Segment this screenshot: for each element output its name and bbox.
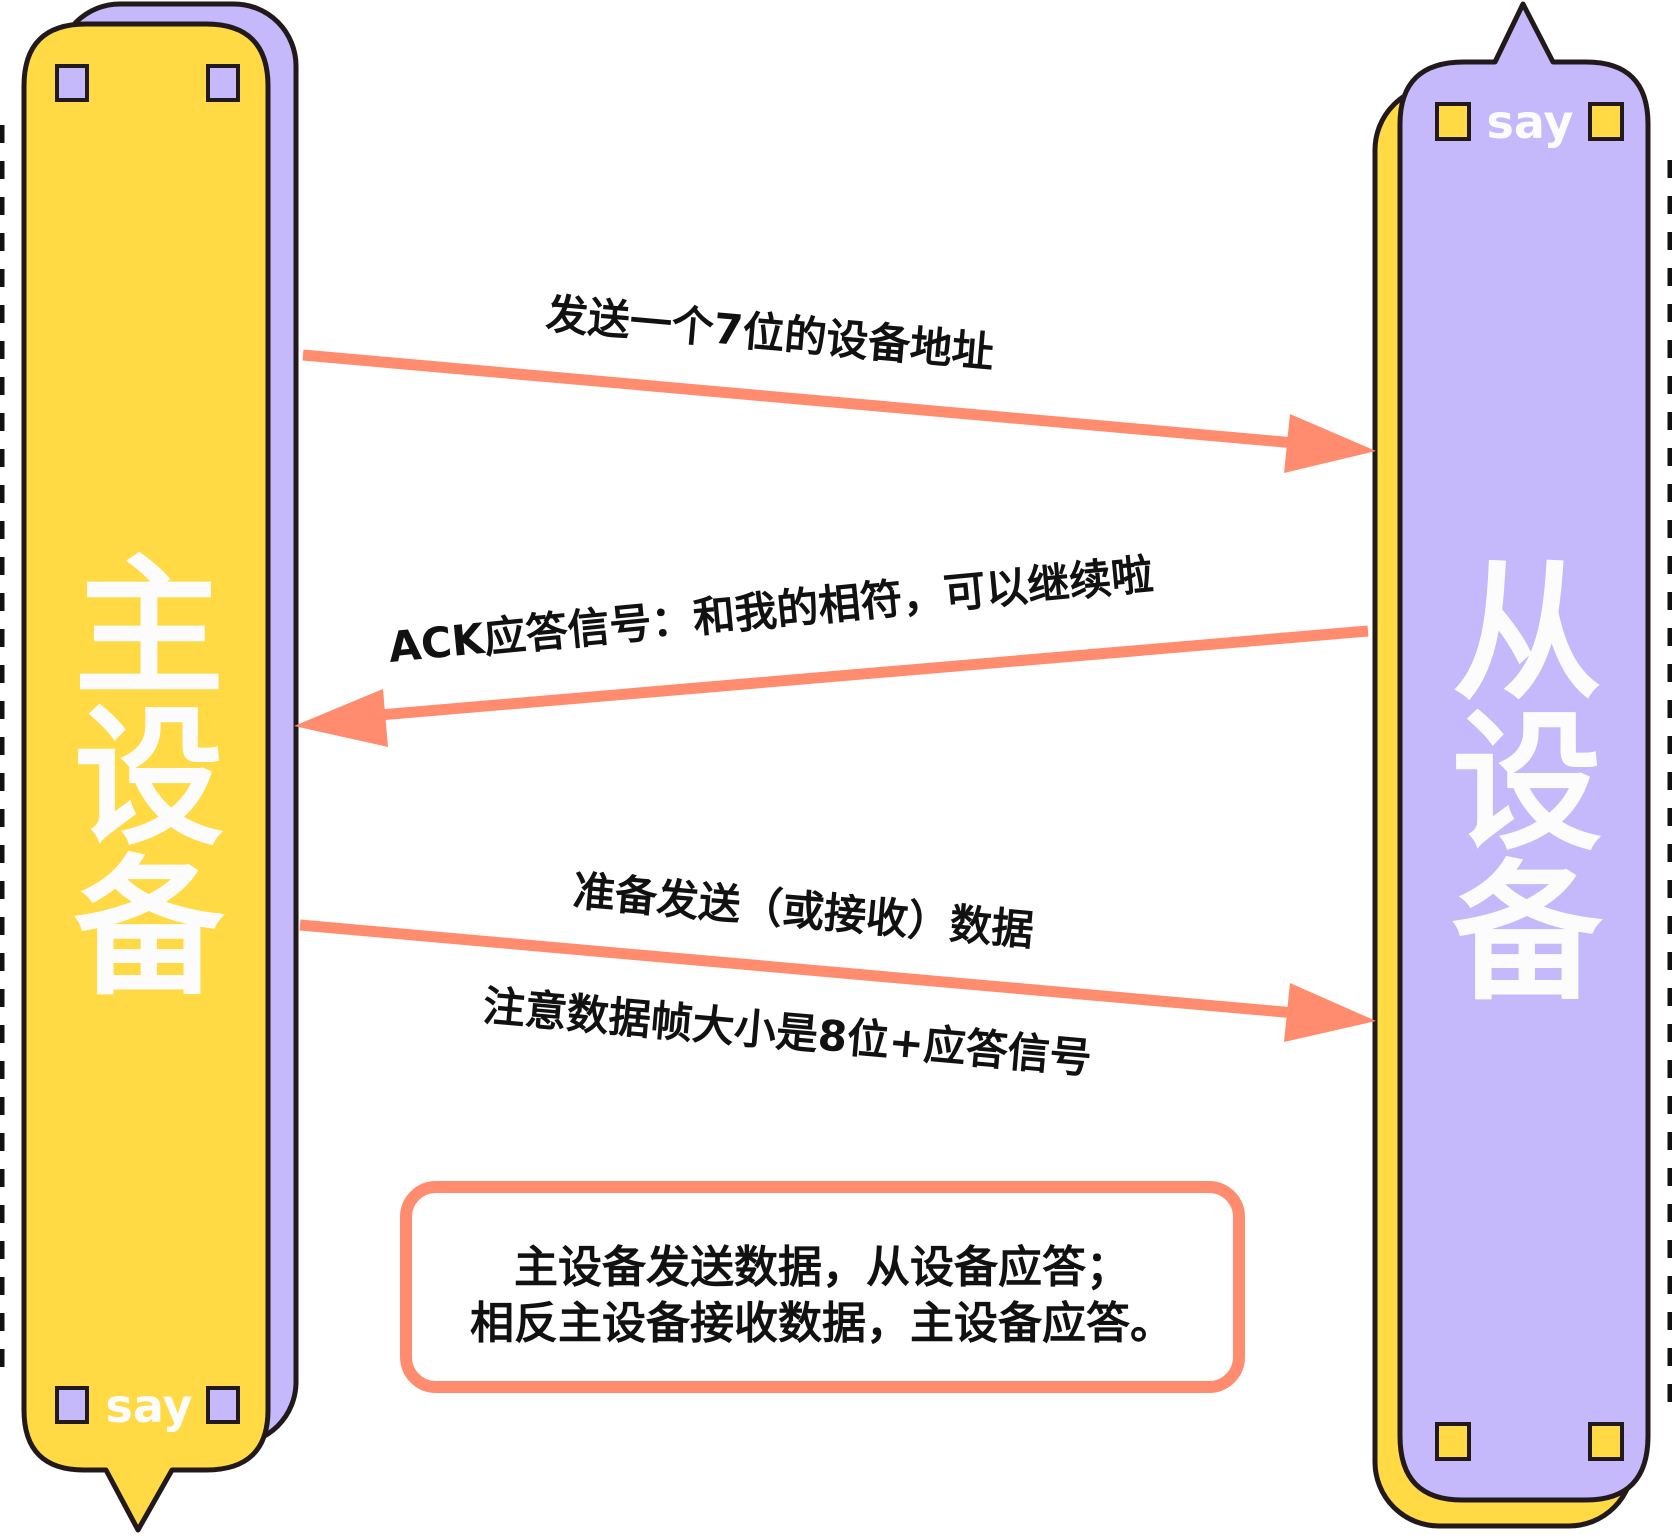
arrow-1-shaft [302, 349, 1296, 449]
master-square-tl [55, 64, 89, 102]
note-line-2: 相反主设备接收数据，主设备应答。 [470, 1298, 1174, 1349]
message-arrow-2: ACK应答信号：和我的相符，可以继续啦 [294, 550, 1369, 747]
arrow-1-label: 发送一个7位的设备地址 [544, 289, 996, 377]
slave-title-char-1: 从 [1452, 547, 1602, 721]
slave-square-tl [1435, 102, 1471, 141]
slave-square-tr [1588, 102, 1624, 141]
arrow-2-head [294, 689, 388, 747]
arrow-2-shaft [379, 625, 1369, 721]
master-title-char-2: 设 [74, 692, 224, 866]
note-box [400, 1181, 1245, 1393]
slave-speech-bubble [1397, 1, 1651, 1503]
master-square-tr [206, 64, 240, 102]
arrow-1-head [1284, 414, 1376, 473]
master-square-br [206, 1386, 240, 1424]
summary-note: 主设备发送数据，从设备应答； 相反主设备接收数据，主设备应答。 [400, 1181, 1245, 1393]
arrow-3-head [1284, 983, 1376, 1042]
master-say-label: say [106, 1379, 193, 1433]
arrow-3-label: 准备发送（或接收）数据 [571, 866, 1036, 955]
master-speech-bubble [21, 21, 271, 1533]
master-device: say 主 设 备 [21, 1, 299, 1533]
master-title-char-1: 主 [74, 542, 224, 716]
slave-title-char-3: 备 [1452, 847, 1604, 1021]
message-arrow-3: 准备发送（或接收）数据 注意数据帧大小是8位+应答信号 [299, 866, 1376, 1083]
message-arrow-1: 发送一个7位的设备地址 [302, 289, 1376, 473]
master-title-char-3: 备 [74, 842, 226, 1016]
master-square-bl [55, 1386, 89, 1424]
note-line-1: 主设备发送数据，从设备应答； [514, 1242, 1130, 1293]
slave-square-bl [1435, 1422, 1471, 1461]
slave-title-char-2: 设 [1452, 697, 1602, 871]
slave-square-br [1588, 1422, 1624, 1461]
slave-device: say 从 设 备 [1372, 1, 1651, 1529]
arrow-3-sublabel: 注意数据帧大小是8位+应答信号 [481, 981, 1093, 1083]
slave-say-label: say [1487, 95, 1574, 149]
arrow-3-shaft [299, 919, 1296, 1019]
